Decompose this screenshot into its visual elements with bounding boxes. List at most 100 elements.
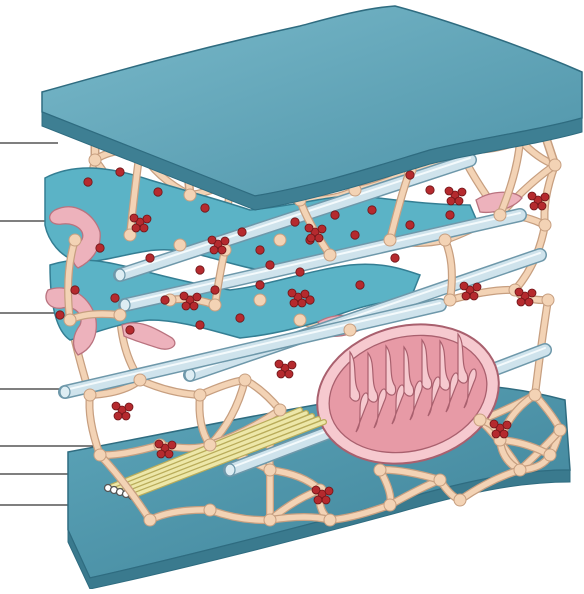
ribosome-polysome bbox=[315, 234, 323, 242]
ribosome-polysome bbox=[455, 197, 463, 205]
ribosome-polysome bbox=[155, 440, 163, 448]
ribosome-polysome bbox=[490, 420, 498, 428]
ribosome bbox=[161, 296, 169, 304]
microtubule-end bbox=[115, 269, 125, 281]
ribosome-polysome bbox=[312, 486, 320, 494]
ribosome-polysome bbox=[143, 215, 151, 223]
ribosome-polysome bbox=[458, 188, 466, 196]
lattice-node bbox=[264, 464, 276, 476]
lattice-node bbox=[454, 494, 466, 506]
ribosome-polysome bbox=[445, 187, 453, 195]
ribosome-polysome bbox=[325, 487, 333, 495]
ribosome bbox=[426, 186, 434, 194]
lattice-node bbox=[94, 449, 106, 461]
microtubule-end bbox=[60, 386, 70, 398]
ribosome-polysome bbox=[515, 288, 523, 296]
ribosome bbox=[236, 314, 244, 322]
ribosome bbox=[266, 261, 274, 269]
lattice-node bbox=[194, 389, 206, 401]
lattice-node bbox=[134, 374, 146, 386]
ribosome-polysome bbox=[190, 302, 198, 310]
ribosome-polysome bbox=[322, 496, 330, 504]
ribosome-polysome bbox=[221, 237, 229, 245]
ribosome-polysome bbox=[112, 402, 120, 410]
lattice-node bbox=[209, 299, 221, 311]
ribosome-polysome bbox=[182, 302, 190, 310]
ribosome-polysome bbox=[114, 412, 122, 420]
ribosome bbox=[56, 311, 64, 319]
ribosome-polysome bbox=[528, 192, 536, 200]
lattice-node bbox=[274, 234, 286, 246]
ribosome-polysome bbox=[290, 299, 298, 307]
ribosome bbox=[84, 178, 92, 186]
ribosome bbox=[154, 188, 162, 196]
lattice-node bbox=[114, 309, 126, 321]
lattice-node bbox=[324, 514, 336, 526]
ribosome bbox=[111, 294, 119, 302]
ribosome-polysome bbox=[541, 193, 549, 201]
ribosome bbox=[201, 204, 209, 212]
ribosome-polysome bbox=[288, 289, 296, 297]
lattice-strand-core bbox=[270, 517, 330, 520]
ribosome-polysome bbox=[307, 234, 315, 242]
ribosome-polysome bbox=[210, 246, 218, 254]
ribosome-polysome bbox=[460, 282, 468, 290]
lattice-node bbox=[69, 234, 81, 246]
lattice-node bbox=[384, 499, 396, 511]
ribosome bbox=[331, 211, 339, 219]
ribosome bbox=[196, 266, 204, 274]
ribosome bbox=[256, 281, 264, 289]
ribosome bbox=[291, 218, 299, 226]
ribosome-polysome bbox=[157, 450, 165, 458]
ribosome-polysome bbox=[130, 214, 138, 222]
ribosome-polysome bbox=[298, 299, 306, 307]
lattice-node bbox=[529, 389, 541, 401]
lattice-node bbox=[184, 189, 196, 201]
ribosome bbox=[391, 254, 399, 262]
ribosome-polysome bbox=[470, 292, 478, 300]
lattice-node bbox=[204, 439, 216, 451]
ribosome-polysome bbox=[530, 202, 538, 210]
lattice-node bbox=[539, 219, 551, 231]
ribosome-polysome bbox=[122, 412, 130, 420]
lattice-node bbox=[549, 159, 561, 171]
ribosome-polysome bbox=[301, 290, 309, 298]
ribosome-polysome bbox=[318, 225, 326, 233]
ribosome-polysome bbox=[517, 298, 525, 306]
ribosome-polysome bbox=[132, 224, 140, 232]
ribosome bbox=[71, 286, 79, 294]
ribosome-polysome bbox=[462, 292, 470, 300]
ribosome bbox=[96, 244, 104, 252]
lattice-node bbox=[204, 504, 216, 516]
lattice-node bbox=[444, 294, 456, 306]
ribosome-polysome bbox=[168, 441, 176, 449]
ribosome bbox=[196, 321, 204, 329]
ribosome bbox=[356, 281, 364, 289]
ribosome-polysome bbox=[285, 370, 293, 378]
ribosome-polysome bbox=[525, 298, 533, 306]
ribosome bbox=[126, 326, 134, 334]
ribosome bbox=[116, 168, 124, 176]
ribosome bbox=[256, 246, 264, 254]
ribosome-polysome bbox=[492, 430, 500, 438]
ribosome-polysome bbox=[275, 360, 283, 368]
ribosome-polysome bbox=[125, 403, 133, 411]
lattice-node bbox=[474, 414, 486, 426]
lattice-node bbox=[384, 234, 396, 246]
ribosome-polysome bbox=[447, 197, 455, 205]
lattice-node bbox=[439, 234, 451, 246]
ribosome-polysome bbox=[538, 202, 546, 210]
lattice-node bbox=[264, 514, 276, 526]
lattice-node bbox=[84, 389, 96, 401]
lattice-node bbox=[494, 209, 506, 221]
ribosome bbox=[446, 211, 454, 219]
lattice-node bbox=[374, 464, 386, 476]
ribosome-polysome bbox=[193, 293, 201, 301]
ribosome-polysome bbox=[288, 361, 296, 369]
lattice-node bbox=[89, 154, 101, 166]
microtubule-end bbox=[225, 464, 235, 476]
ribosome-polysome bbox=[314, 496, 322, 504]
lattice-node bbox=[144, 514, 156, 526]
lattice-node bbox=[554, 424, 566, 436]
lattice-strand-core bbox=[245, 380, 280, 410]
